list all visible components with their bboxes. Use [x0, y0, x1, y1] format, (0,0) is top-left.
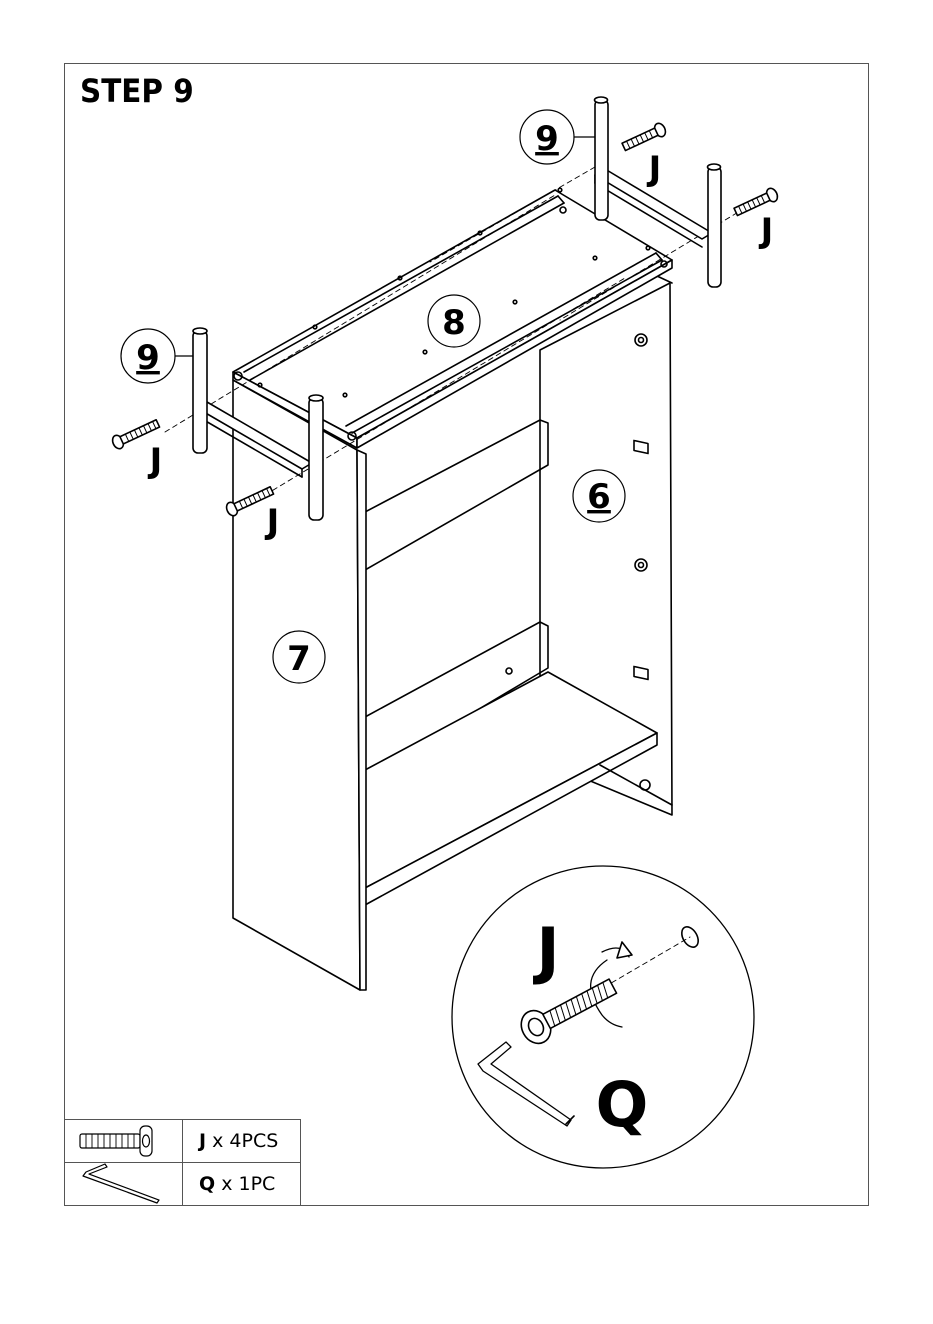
label-bolt-j-1: J [148, 441, 163, 481]
label-part-9-left: 9 [136, 338, 160, 378]
label-part-7: 7 [287, 639, 311, 679]
detail-label-q: Q [596, 1068, 649, 1141]
part-quantity: x 1PC [221, 1173, 275, 1195]
label-part-9-top: 9 [535, 119, 559, 159]
part-code: J [199, 1130, 206, 1152]
bolt-icon-cell [65, 1120, 183, 1163]
label-bolt-j-4: J [759, 211, 774, 251]
table-row: J x 4PCS [65, 1120, 301, 1163]
label-part-8: 8 [442, 303, 466, 343]
part-code: Q [199, 1173, 215, 1195]
detail-label-j: J [532, 914, 559, 987]
label-part-6: 6 [587, 477, 611, 517]
part-quantity: x 4PCS [212, 1130, 278, 1152]
table-row: Q x 1PC [65, 1163, 301, 1206]
side-panel-7 [233, 380, 366, 990]
label-bolt-j-2: J [265, 502, 280, 542]
parts-table: J x 4PCS Q x 1PC [64, 1119, 301, 1206]
part-quantity-cell: Q x 1PC [183, 1163, 301, 1206]
hex-key-icon-cell [65, 1163, 183, 1206]
part-quantity-cell: J x 4PCS [183, 1120, 301, 1163]
label-bolt-j-3: J [647, 149, 662, 189]
